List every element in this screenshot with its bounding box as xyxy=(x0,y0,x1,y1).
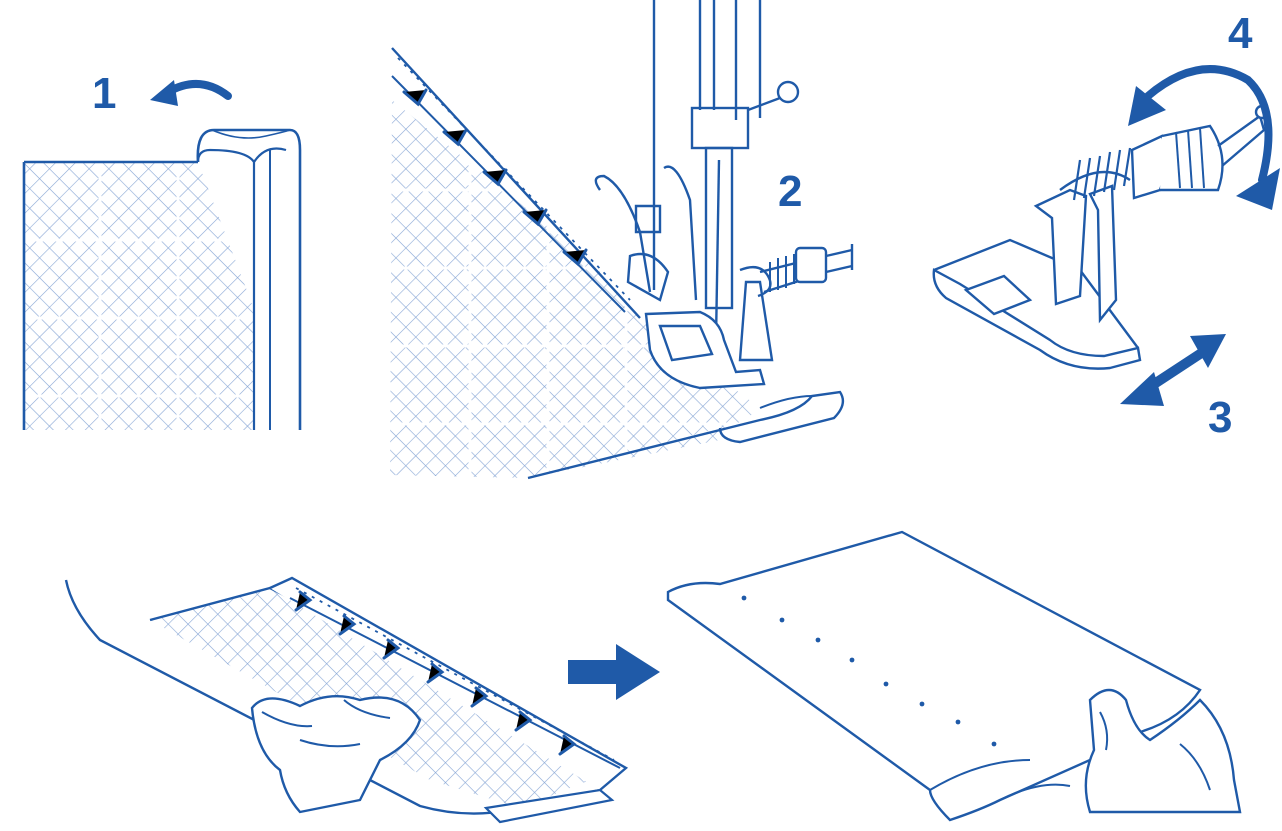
step-number-4: 4 xyxy=(1228,9,1253,58)
hem-folded-back-with-hand xyxy=(64,576,629,824)
fabric-grid-lines xyxy=(24,162,254,430)
finished-hem xyxy=(666,530,1242,822)
double-arrow-icon xyxy=(1120,334,1226,406)
rotate-arrow-icon xyxy=(1128,65,1280,210)
curved-arrow-left-icon xyxy=(164,79,232,100)
step-number-3: 3 xyxy=(1208,393,1233,442)
hand-right xyxy=(1084,688,1242,814)
step2-sewing-machine xyxy=(390,0,854,480)
step3-4-foot-adjustment xyxy=(932,104,1270,370)
blind-stitches xyxy=(402,88,588,267)
arrow-right-icon xyxy=(568,644,660,700)
step-number-2: 2 xyxy=(778,167,803,216)
step1-folded-fabric xyxy=(22,79,302,430)
invisible-stitch-marks xyxy=(741,595,997,747)
step-number-1: 1 xyxy=(92,69,117,118)
